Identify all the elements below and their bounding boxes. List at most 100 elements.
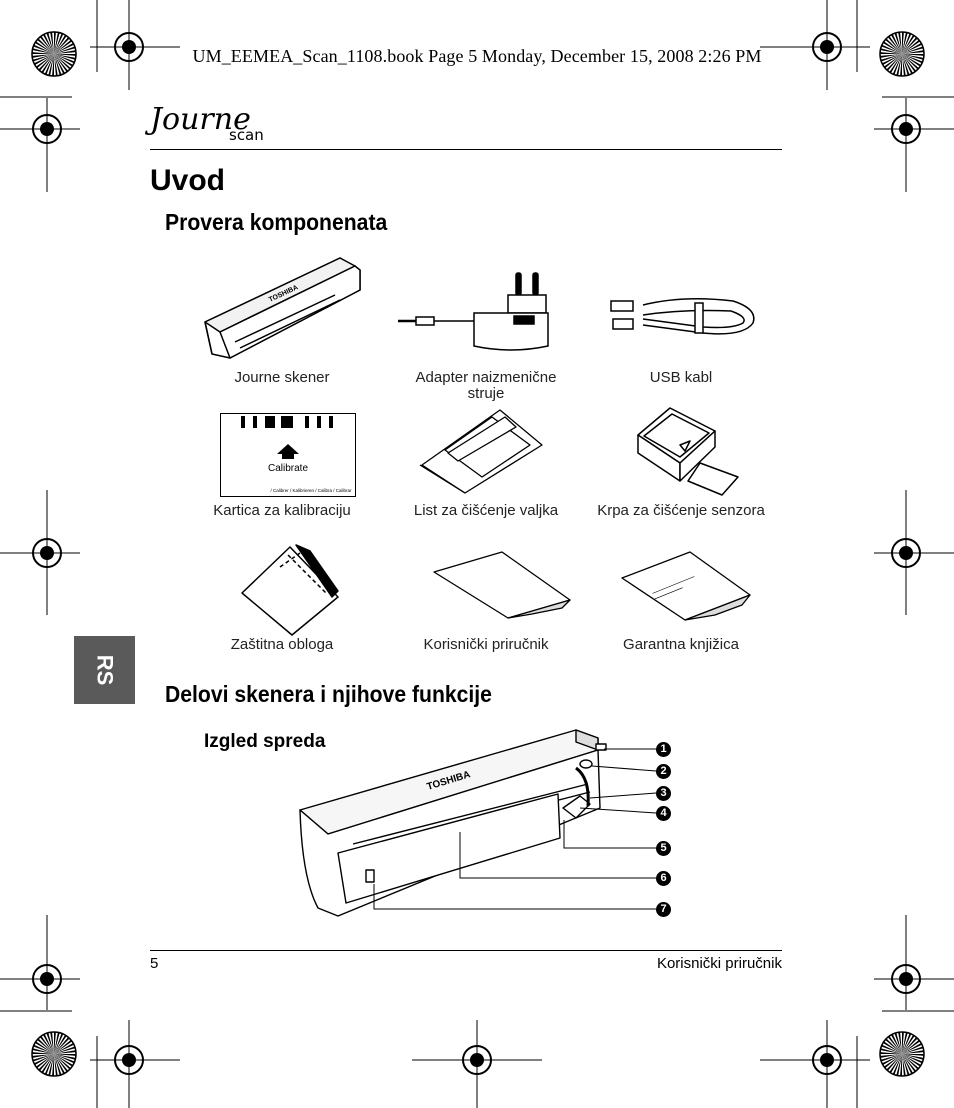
star-target-ray — [902, 34, 915, 54]
star-target-ray — [898, 1032, 902, 1054]
star-target-ray — [887, 35, 902, 54]
star-target-ray — [902, 32, 908, 54]
caption-cleaning-sheet: List za čišćenje valjka — [413, 502, 559, 519]
star-target-ray — [902, 1033, 912, 1054]
calibrate-label: Calibrate — [268, 463, 308, 474]
calibrate-small-label: / Calibrer / Kalibrieren / Calibra / Cal… — [270, 488, 352, 493]
star-target-ray — [32, 54, 54, 62]
footer-title: Korisnički priručnik — [656, 955, 782, 972]
callout-4: 4 — [656, 806, 671, 821]
star-target-ray — [902, 1043, 922, 1054]
star-target-ray — [54, 1039, 73, 1054]
star-target-ray — [902, 1054, 924, 1056]
star-target-ray — [896, 54, 902, 76]
star-target-ray — [880, 1048, 902, 1054]
star-target-ray — [881, 1044, 902, 1054]
star-target-ray — [54, 1054, 62, 1076]
star-target-ray — [54, 1037, 70, 1054]
star-target-ray — [900, 1054, 902, 1076]
star-target-ray — [896, 1054, 902, 1076]
star-target-ray — [902, 54, 906, 76]
star-target-ray — [902, 54, 917, 73]
section-heading-parts: Delovi skenera i njihove funkcije — [165, 681, 492, 707]
star-target-ray — [54, 54, 62, 76]
star-target-ray — [43, 1034, 54, 1054]
scanner-front-view-icon: TOSHIBA — [299, 729, 657, 917]
star-target-ray — [894, 1032, 902, 1054]
star-target-ray — [44, 54, 54, 75]
star-target-ray — [54, 1054, 71, 1070]
star-target-ray — [891, 34, 902, 54]
star-target-ray — [54, 34, 67, 54]
star-target-ray — [54, 54, 65, 74]
star-target-ray — [886, 54, 902, 71]
star-target-ray — [32, 1048, 54, 1054]
star-target-ray — [32, 1052, 54, 1054]
star-target-ray — [54, 46, 76, 54]
star-target-ray — [54, 37, 70, 54]
star-target-ray — [32, 48, 54, 54]
star-target-ray — [902, 1054, 919, 1070]
star-target-ray — [902, 1032, 908, 1054]
star-target-ray — [32, 1054, 54, 1058]
callout-2: 2 — [656, 764, 671, 779]
star-target-ray — [54, 1054, 76, 1060]
language-tab: RS — [74, 636, 135, 704]
sensor-cleaning-cloth-icon — [637, 407, 739, 496]
callout-7: 7 — [656, 902, 671, 917]
star-target-ray — [902, 32, 904, 54]
star-target-ray — [34, 1041, 54, 1054]
star-target-ray — [44, 1054, 54, 1075]
star-target-ray — [887, 1035, 902, 1054]
star-target-ray — [54, 1054, 69, 1073]
star-target-ray — [880, 54, 902, 58]
star-target-ray — [880, 52, 902, 54]
star-target-ray — [54, 1046, 76, 1054]
star-target-ray — [902, 54, 913, 74]
star-target-ray — [54, 54, 71, 70]
star-target-ray — [37, 1038, 54, 1054]
star-target-ray — [889, 1054, 902, 1074]
star-target-ray — [902, 37, 918, 54]
protective-sleeve-icon — [241, 544, 339, 636]
callout-6: 6 — [656, 871, 671, 886]
star-target-ray — [902, 54, 924, 56]
star-target-ray — [902, 43, 922, 54]
logo-word: scan — [229, 126, 264, 144]
star-target-ray — [54, 43, 74, 54]
star-target-ray — [54, 32, 56, 54]
star-target-ray — [41, 54, 54, 74]
star-target-ray — [54, 1054, 58, 1076]
star-target-ray — [880, 54, 902, 62]
star-target-ray — [46, 32, 54, 54]
star-target-ray — [54, 1050, 76, 1054]
star-target-ray — [46, 1032, 54, 1054]
star-target-ray — [48, 54, 54, 76]
star-target-ray — [32, 54, 54, 58]
star-target-ray — [54, 54, 58, 76]
star-target-ray — [902, 1054, 923, 1064]
star-target-ray — [883, 1054, 902, 1069]
star-target-ray — [902, 1054, 906, 1076]
star-target-ray — [52, 1054, 54, 1076]
section-heading-components: Provera komponenata — [165, 209, 388, 235]
star-target-ray — [54, 1033, 64, 1054]
star-target-ray — [902, 1054, 913, 1074]
calibration-card-icon: Calibrate / Calibrer / Kalibrieren / Cal… — [220, 413, 356, 497]
star-target-ray — [54, 1032, 60, 1054]
star-target-ray — [54, 1054, 65, 1074]
star-target-ray — [54, 32, 60, 54]
star-target-ray — [50, 1032, 54, 1054]
star-target-ray — [902, 1050, 924, 1054]
cleaning-sheet-icon — [419, 409, 543, 494]
star-target-ray — [902, 1037, 918, 1054]
star-target-ray — [902, 1054, 917, 1073]
star-target-ray — [38, 54, 54, 71]
star-target-ray — [32, 1054, 54, 1062]
star-target-ray — [54, 1054, 74, 1067]
ac-adapter-icon — [398, 272, 549, 351]
star-target-ray — [902, 50, 924, 54]
star-target-ray — [881, 44, 902, 54]
star-target-ray — [35, 1054, 54, 1069]
warranty-booklet-icon — [621, 551, 751, 621]
